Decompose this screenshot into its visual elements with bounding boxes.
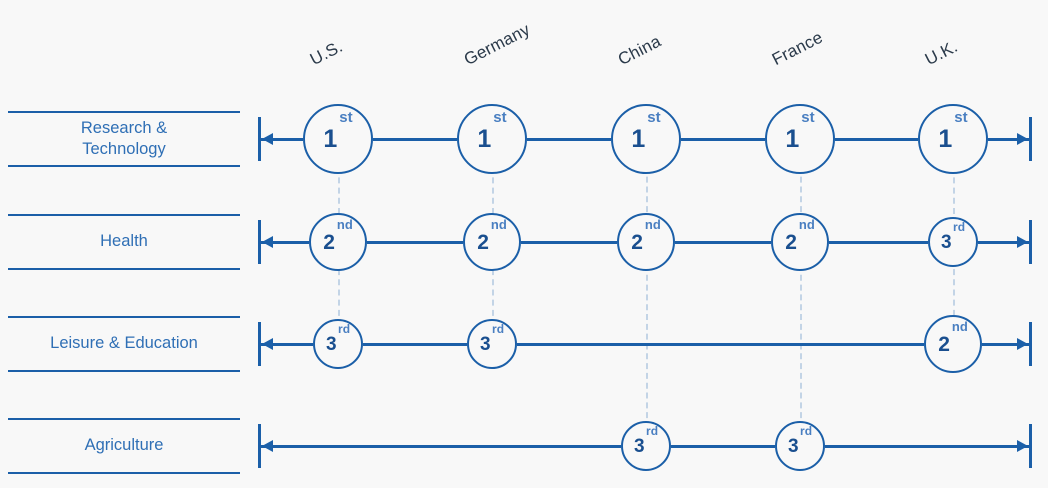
row-label-text: Health <box>100 232 148 251</box>
axis-segment <box>681 137 765 141</box>
rank-number: 1 <box>323 124 338 153</box>
axis-arrow-right-icon <box>1017 440 1028 452</box>
rank-suffix: nd <box>644 217 661 232</box>
rank-number: 2 <box>785 230 797 254</box>
rank-number: 3 <box>940 231 952 253</box>
axis-segment <box>825 444 1029 448</box>
rank-suffix: nd <box>798 217 815 232</box>
axis-segment <box>367 240 463 244</box>
axis-segment <box>373 137 457 141</box>
row-label-0: Research & Technology <box>8 111 240 167</box>
axis-arrow-right-icon <box>1017 236 1028 248</box>
axis-segment <box>978 240 1029 244</box>
axis-segment <box>517 342 924 346</box>
column-header-u-k: U.K. <box>921 36 961 70</box>
rank-number: 1 <box>938 124 953 153</box>
rank-suffix: st <box>954 109 968 126</box>
rank-number: 3 <box>325 333 337 355</box>
rank-number: 2 <box>323 230 335 254</box>
dashed-connector-3 <box>800 157 802 428</box>
column-header-u-s: U.S. <box>306 36 346 70</box>
rank-number: 2 <box>631 230 643 254</box>
rank-number: 2 <box>477 230 489 254</box>
axis-segment <box>261 240 309 244</box>
axis-left-cap <box>258 220 261 264</box>
column-header-france: France <box>768 27 826 70</box>
axis-segment <box>521 240 617 244</box>
axis-segment <box>982 342 1029 346</box>
axis-right-cap <box>1029 322 1032 366</box>
axis-segment <box>671 444 775 448</box>
rank-suffix: rd <box>492 322 505 336</box>
rank-suffix: st <box>493 109 507 126</box>
axis-segment <box>527 137 611 141</box>
rank-number: 3 <box>633 435 645 457</box>
rank-number: 3 <box>787 435 799 457</box>
rank-suffix: rd <box>800 424 813 438</box>
column-header-china: China <box>614 31 665 70</box>
axis-right-cap <box>1029 117 1032 161</box>
rank-number: 1 <box>477 124 492 153</box>
row-label-3: Agriculture <box>8 418 240 474</box>
row-label-text: Leisure & Education <box>50 334 198 353</box>
axis-segment <box>988 137 1029 141</box>
rank-number: 1 <box>785 124 800 153</box>
row-label-text: Research & Technology <box>80 118 168 158</box>
axis-arrow-right-icon <box>1017 133 1028 145</box>
row-label-2: Leisure & Education <box>8 316 240 372</box>
axis-arrow-left-icon <box>262 133 273 145</box>
rank-number: 2 <box>938 332 950 356</box>
axis-segment <box>363 342 467 346</box>
rank-suffix: nd <box>951 319 968 334</box>
axis-segment <box>829 240 928 244</box>
rank-suffix: nd <box>490 217 507 232</box>
axis-left-cap <box>258 424 261 468</box>
rank-suffix: st <box>801 109 815 126</box>
axis-arrow-left-icon <box>262 440 273 452</box>
axis-arrow-left-icon <box>262 338 273 350</box>
rank-suffix: rd <box>646 424 659 438</box>
axis-segment <box>261 444 621 448</box>
axis-right-cap <box>1029 424 1032 468</box>
rank-suffix: nd <box>336 217 353 232</box>
axis-segment <box>261 137 303 141</box>
dashed-connector-2 <box>646 157 648 428</box>
rank-suffix: st <box>647 109 661 126</box>
axis-segment <box>675 240 771 244</box>
axis-arrow-right-icon <box>1017 338 1028 350</box>
axis-right-cap <box>1029 220 1032 264</box>
column-header-germany: Germany <box>460 19 534 70</box>
rank-suffix: st <box>339 109 353 126</box>
rank-suffix: rd <box>953 220 966 234</box>
row-label-1: Health <box>8 214 240 270</box>
rank-suffix: rd <box>338 322 351 336</box>
axis-segment <box>835 137 918 141</box>
axis-segment <box>261 342 313 346</box>
row-label-text: Agriculture <box>84 436 164 455</box>
axis-arrow-left-icon <box>262 236 273 248</box>
axis-left-cap <box>258 322 261 366</box>
rank-number: 1 <box>631 124 646 153</box>
axis-left-cap <box>258 117 261 161</box>
rank-number: 3 <box>479 333 491 355</box>
